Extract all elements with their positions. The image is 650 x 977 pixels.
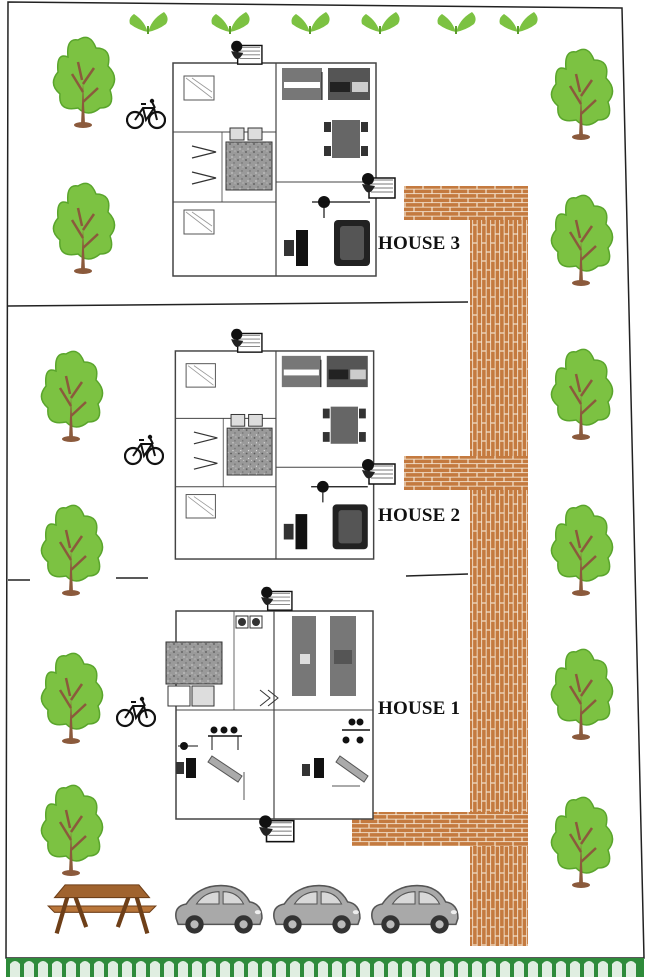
brick-walkway	[352, 186, 528, 946]
house-2-label: HOUSE 2	[378, 505, 461, 526]
house-1-label: HOUSE 1	[378, 698, 461, 719]
house-3-floor-plan	[172, 40, 396, 277]
house-3-label: HOUSE 3	[378, 233, 461, 254]
lot-divider-2-1-right	[405, 573, 469, 577]
house-2-floor-plan	[174, 328, 396, 560]
lot-divider-3-2	[7, 301, 469, 307]
bottom-fence	[6, 958, 644, 977]
house-1-floor-plan	[165, 586, 374, 843]
